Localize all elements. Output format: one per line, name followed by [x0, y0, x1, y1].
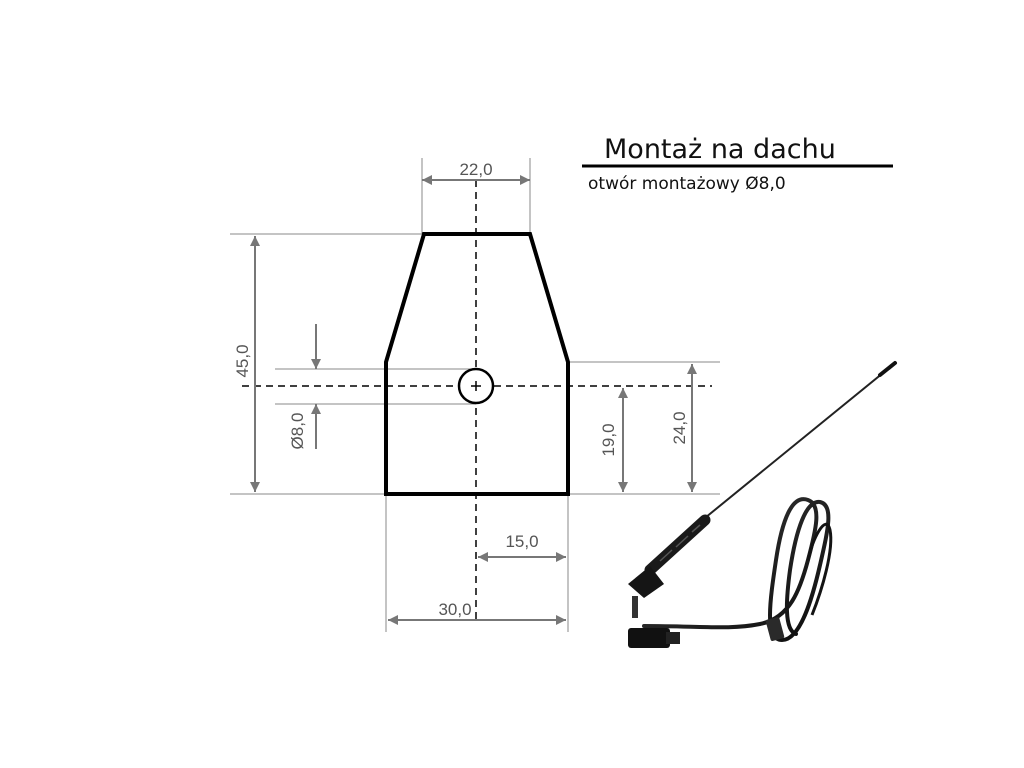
antenna-photo	[628, 361, 897, 648]
dimension-side-height: 24,0	[670, 364, 697, 492]
dimension-hole-diameter-label: Ø8,0	[288, 413, 307, 450]
dimension-base-width-label: 30,0	[438, 600, 471, 619]
extension-lines	[230, 158, 720, 632]
dimension-base-width: 30,0	[388, 600, 566, 625]
title-block: Montaż na dachu otwór montażowy Ø8,0	[582, 134, 893, 194]
dimension-total-height-label: 45,0	[233, 344, 252, 377]
dimension-hole-diameter: Ø8,0	[288, 324, 321, 450]
dimension-total-height: 45,0	[233, 236, 260, 492]
mounting-outline	[384, 232, 570, 496]
dimension-half-width-label: 15,0	[505, 532, 538, 551]
dimension-top-width-label: 22,0	[459, 160, 492, 179]
dimension-half-width: 15,0	[478, 532, 566, 562]
mounting-hole	[457, 367, 495, 405]
dimension-hole-height-label: 19,0	[599, 423, 618, 456]
page-subtitle: otwór montażowy Ø8,0	[588, 174, 786, 194]
page-title: Montaż na dachu	[604, 134, 836, 165]
dimension-top-width: 22,0	[422, 160, 530, 185]
dimension-side-height-label: 24,0	[670, 411, 689, 444]
dimension-hole-height: 19,0	[599, 388, 628, 492]
